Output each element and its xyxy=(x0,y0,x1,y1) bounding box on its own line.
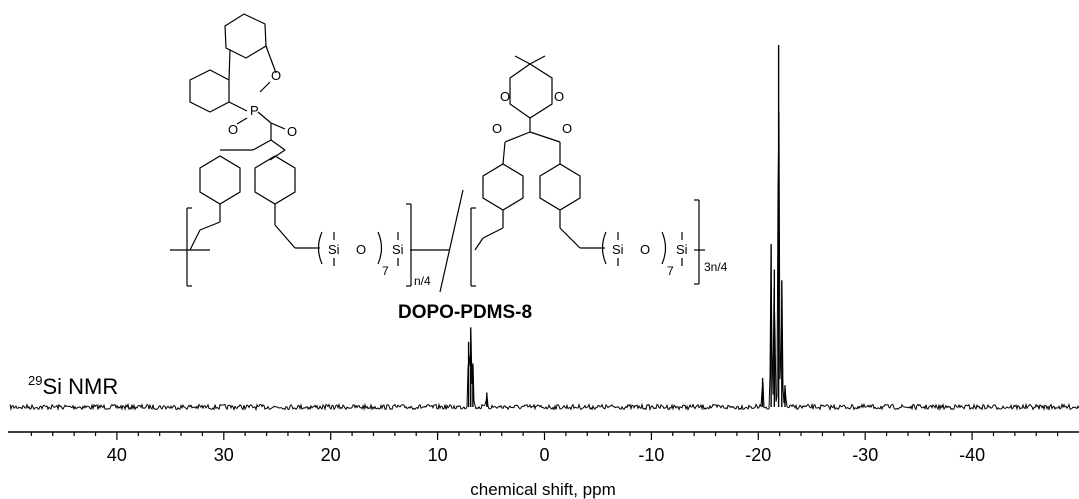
o-atom-label-1: O xyxy=(356,242,366,257)
carbonyl-oxygen-right: O xyxy=(562,121,572,136)
x-tick-label: -30 xyxy=(852,445,878,465)
dopo-ring-left xyxy=(189,69,230,113)
nucleus-name: Si NMR xyxy=(42,374,118,399)
x-tick-label: -20 xyxy=(745,445,771,465)
compound-name: DOPO-PDMS-8 xyxy=(398,302,532,323)
x-tick-label: -40 xyxy=(959,445,985,465)
si-atom-label-3: Si xyxy=(612,242,624,257)
si-atom-label-1: Si xyxy=(328,242,340,257)
x-tick-label: 10 xyxy=(428,445,448,465)
benzyl-ring-4 xyxy=(539,163,581,211)
nucleus-label: 29Si NMR xyxy=(28,373,118,399)
phosphorus-atom-label: P xyxy=(250,103,259,118)
repeat-index-1: 7 xyxy=(382,264,389,278)
si-atom-label-2: Si xyxy=(392,242,404,257)
benzyl-ring-2 xyxy=(254,155,296,205)
x-tick-label: -10 xyxy=(638,445,664,465)
ring-oxygen-left: O xyxy=(500,89,510,104)
ring-oxygen-right: O xyxy=(554,89,564,104)
subscript-n-over-4: n/4 xyxy=(414,274,431,288)
x-axis-title: chemical shift, ppm xyxy=(470,480,616,499)
oxygen-atom-label: O xyxy=(271,68,281,83)
meldrum-ring xyxy=(509,63,553,119)
benzyl-ring-3 xyxy=(482,163,524,211)
x-tick-label: 30 xyxy=(214,445,234,465)
oxygen-atom-label-2: O xyxy=(228,122,238,137)
carbonyl-oxygen-left: O xyxy=(492,121,502,136)
repeat-index-2: 7 xyxy=(667,264,674,278)
dopo-ring-top xyxy=(224,13,267,59)
o-atom-label-2: O xyxy=(640,242,650,257)
x-axis-ticks: 40 30 20 10 0 -10 -20 -30 -40 xyxy=(30,432,1059,465)
x-tick-label: 40 xyxy=(107,445,127,465)
benzyl-ring-1 xyxy=(199,155,241,205)
chemical-structure: O P O O Si O 7 Si xyxy=(170,13,728,323)
carbonyl-oxygen-label: O xyxy=(287,124,297,139)
spectrum-trace-group xyxy=(9,45,1079,412)
si-atom-label-4: Si xyxy=(676,242,688,257)
nucleus-superscript: 29 xyxy=(28,373,42,388)
x-tick-label: 20 xyxy=(321,445,341,465)
subscript-3n-over-4: 3n/4 xyxy=(704,260,728,274)
spectrum-line xyxy=(9,111,1079,412)
x-tick-label: 0 xyxy=(539,445,549,465)
